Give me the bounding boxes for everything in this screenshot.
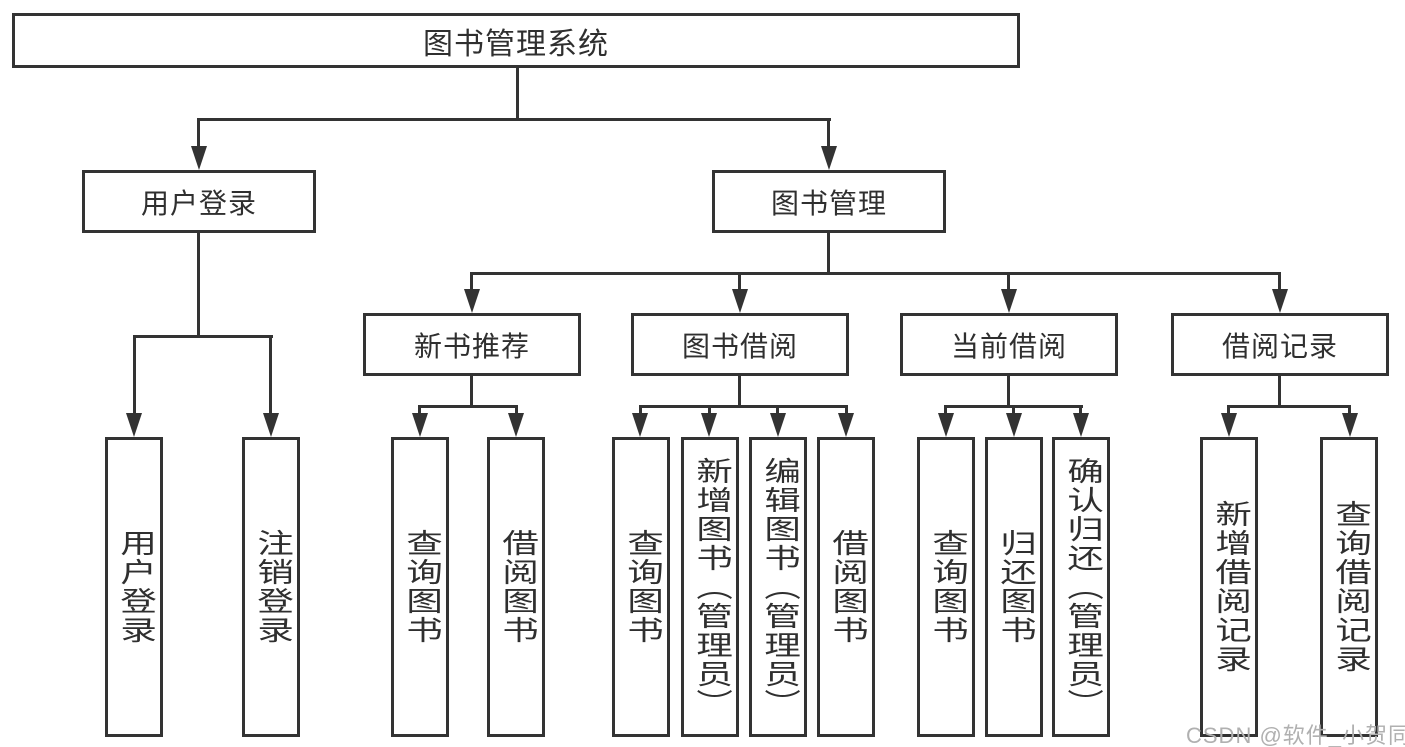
node-current-borrowing-label: 当前借阅 [950,330,1067,362]
node-br-query-record: 查询借阅记录 [1320,437,1378,737]
arrowhead-borrowing-records [1272,289,1288,313]
arrowhead-br-query [1342,413,1358,437]
connector-cb-drop [1007,376,1010,407]
node-nbr-query-books-label: 查询图书 [400,529,441,645]
connector-drop-bb-query [639,405,642,415]
node-bb-edit-books-admin: 编辑图书（管理员） [749,437,807,737]
connector-book-management-hbar [470,272,1281,275]
node-library-system: 图书管理系统 [12,13,1020,68]
arrowhead-cb-return [1006,413,1022,437]
arrowhead-new-book-recommend [464,289,480,313]
arrowhead-bb-edit [770,413,786,437]
arrowhead-cb-confirm [1073,413,1089,437]
connector-root-drop [516,68,519,121]
node-bb-query-books: 查询图书 [612,437,670,737]
connector-drop-br-add [1227,405,1230,415]
connector-drop-bb-borrow [845,405,848,415]
node-bb-query-books-label: 查询图书 [621,529,662,645]
connector-nbr-drop [470,376,473,407]
node-cb-query-books-label: 查询图书 [926,529,967,645]
node-cb-return-books-label: 归还图书 [994,529,1035,645]
node-nbr-borrow-books-label: 借阅图书 [496,529,537,645]
node-book-borrowing-label: 图书借阅 [681,330,798,362]
connector-drop-user-login [197,118,200,148]
connector-drop-book-borrowing [738,272,741,290]
node-user-login-label: 用户登录 [140,187,257,219]
node-cb-query-books: 查询图书 [917,437,975,737]
node-bb-add-books-admin: 新增图书（管理员） [681,437,739,737]
arrowhead-user-login [191,146,207,170]
connector-drop-nbr-query [418,405,421,415]
node-nbr-query-books: 查询图书 [391,437,449,737]
connector-drop-logout [269,335,272,415]
connector-drop-br-query [1348,405,1351,415]
connector-drop-login [133,335,136,415]
node-logout: 注销登录 [242,437,300,737]
node-cb-return-books: 归还图书 [985,437,1043,737]
node-bb-borrow-books: 借阅图书 [817,437,875,737]
node-bb-borrow-books-label: 借阅图书 [826,529,867,645]
node-borrowing-records-label: 借阅记录 [1221,330,1338,362]
arrowhead-bb-query [632,413,648,437]
arrowhead-nbr-borrow [508,413,524,437]
node-new-book-recommend: 新书推荐 [363,313,581,376]
node-new-book-recommend-label: 新书推荐 [413,330,530,362]
node-bb-edit-books-admin-label: 编辑图书（管理员） [758,456,799,718]
csdn-watermark: CSDN @软件_小贺同学 [1186,723,1405,747]
arrowhead-bb-borrow [838,413,854,437]
node-logout-label: 注销登录 [251,529,292,645]
connector-br-hbar [1227,405,1351,408]
node-cb-confirm-return-admin: 确认归还（管理员） [1052,437,1110,737]
arrowhead-br-add [1221,413,1237,437]
connector-drop-bb-edit [776,405,779,415]
arrowhead-login [126,413,142,437]
connector-book-management-drop [827,233,830,275]
node-login: 用户登录 [105,437,163,737]
connector-nbr-hbar [418,405,518,408]
connector-drop-new-book-recommend [470,272,473,290]
connector-drop-nbr-borrow [515,405,518,415]
connector-drop-bb-add [708,405,711,415]
node-cb-confirm-return-admin-label: 确认归还（管理员） [1061,456,1102,718]
connector-drop-cb-query [944,405,947,415]
node-book-borrowing: 图书借阅 [631,313,849,376]
connector-user-login-drop [197,233,200,338]
node-current-borrowing: 当前借阅 [900,313,1118,376]
node-library-system-label: 图书管理系统 [423,27,609,61]
arrowhead-cb-query [938,413,954,437]
connector-root-hbar [197,118,831,121]
arrowhead-nbr-query [412,413,428,437]
node-br-query-record-label: 查询借阅记录 [1329,500,1370,674]
node-br-add-record-label: 新增借阅记录 [1209,500,1250,674]
node-user-login: 用户登录 [82,170,316,233]
connector-drop-borrowing-records [1278,272,1281,290]
connector-bb-hbar [639,405,848,408]
node-nbr-borrow-books: 借阅图书 [487,437,545,737]
connector-drop-current-borrowing [1007,272,1010,290]
node-book-management-label: 图书管理 [770,187,887,219]
connector-drop-book-management [827,118,830,148]
connector-bb-drop [738,376,741,407]
arrowhead-current-borrowing [1001,289,1017,313]
node-login-label: 用户登录 [114,529,155,645]
arrowhead-logout [263,413,279,437]
connector-drop-cb-return [1012,405,1015,415]
node-book-management: 图书管理 [712,170,946,233]
arrowhead-book-management [821,146,837,170]
connector-br-drop [1278,376,1281,407]
connector-user-login-hbar [133,335,273,338]
arrowhead-book-borrowing [732,289,748,313]
node-br-add-record: 新增借阅记录 [1200,437,1258,737]
node-borrowing-records: 借阅记录 [1171,313,1389,376]
node-bb-add-books-admin-label: 新增图书（管理员） [690,456,731,718]
arrowhead-bb-add [701,413,717,437]
connector-drop-cb-confirm [1079,405,1082,415]
